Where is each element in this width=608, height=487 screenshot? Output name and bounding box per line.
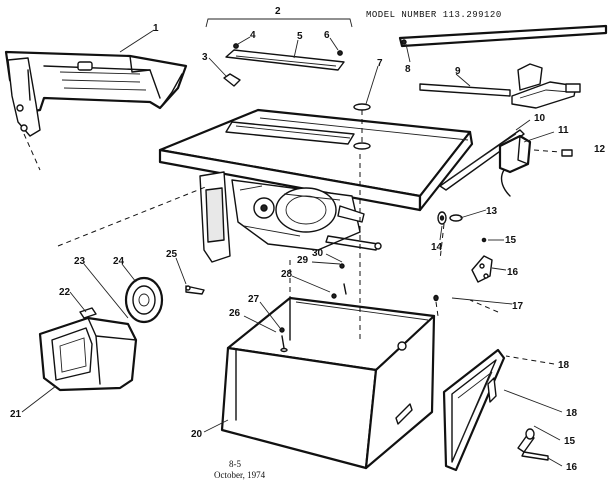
callout-29: 29 [297,255,309,266]
callout-6: 6 [324,30,330,41]
motor-assembly [199,171,382,263]
callout-5: 5 [297,31,303,42]
miter-gauge-part-9 [419,63,581,109]
blade-guard-part-1 [4,50,188,137]
callout-27: 27 [248,294,260,305]
motor-cover-part-21 [38,316,138,392]
callout-16: 16 [507,267,519,278]
screws-parts-28-29-30 [331,263,347,299]
callout-22: 22 [59,287,71,298]
table-top [158,103,474,212]
callout-15: 15 [505,235,517,246]
callout-30: 30 [312,248,324,259]
clip-part-22 [79,307,97,319]
nut-part-14 [437,211,447,225]
insert-group-part-2 [205,18,353,87]
callout-2: 2 [275,6,281,17]
callout-20: 20 [191,429,203,440]
diagram-code: 8-5 [229,459,241,469]
callout-leaders [21,29,563,467]
callout-28: 28 [281,269,293,280]
bracket-part-16 [471,255,493,283]
screw-part-12 [533,149,573,157]
callout-24: 24 [113,256,125,267]
callout-15b: 15 [564,436,576,447]
callout-7: 7 [377,58,383,69]
callout-4: 4 [250,30,256,41]
callout-18b: 18 [566,408,578,419]
callout-11: 11 [558,125,569,136]
callout-12: 12 [594,144,606,155]
model-number-label: MODEL NUMBER 113.299120 [366,10,502,20]
pulley-part-24 [124,276,164,324]
diagram-date: October, 1974 [214,470,266,480]
fence-rail-part-8 [398,24,608,48]
callout-3: 3 [202,52,208,63]
washer-part-13 [449,214,463,222]
cabinet-base-part-20 [220,296,436,470]
handle-part-15b-16c [517,428,549,461]
side-panel-part-19 [442,348,506,472]
callout-18: 18 [558,360,570,371]
assembly-guide-lines [23,110,499,340]
bracket-part-25 [185,285,205,295]
callout-25: 25 [166,249,178,260]
callout-9: 9 [455,66,461,77]
callout-26: 26 [229,308,241,319]
callout-8: 8 [405,64,411,75]
callout-16c: 16 [566,462,578,473]
washer-part-17 [433,294,439,302]
switch-box-part-11 [498,134,532,197]
screw-part-15 [481,237,487,243]
callout-10: 10 [534,113,546,124]
callout-1: 1 [153,23,159,34]
callout-13: 13 [486,206,498,217]
callout-21: 21 [10,409,22,420]
callout-17: 17 [512,301,524,312]
callout-23: 23 [74,256,86,267]
screws-parts-26-27 [279,327,288,353]
callout-numbers: 1 2 3 4 5 6 7 8 9 10 11 12 13 14 15 16 1… [10,6,606,473]
callout-14: 14 [431,242,443,253]
